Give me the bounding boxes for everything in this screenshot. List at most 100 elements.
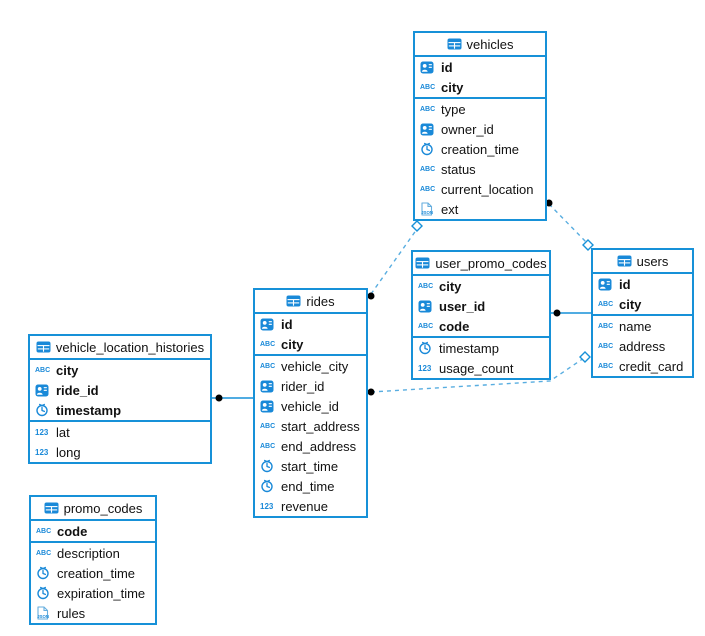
number-123-type-icon: 123	[260, 501, 274, 511]
table-icon	[617, 255, 632, 267]
column-name: city	[439, 278, 462, 294]
table-column-row[interactable]: expiration_time	[31, 583, 155, 603]
table-column-row[interactable]: ABC current_location	[415, 179, 545, 199]
table-column-row[interactable]: id	[415, 57, 545, 77]
column-name: end_time	[281, 478, 335, 494]
svg-text:JSON: JSON	[421, 210, 433, 215]
abc-text-type-icon: ABC	[36, 549, 52, 557]
table-column-row[interactable]: start_time	[255, 456, 366, 476]
abc-text-type-icon: ABC	[260, 362, 276, 370]
table-header[interactable]: promo_codes	[31, 497, 155, 521]
abc-text-type-icon: ABC	[420, 165, 436, 173]
table-title: promo_codes	[63, 500, 143, 516]
table-column-row[interactable]: id	[255, 314, 366, 334]
json-type-icon: JSON	[36, 606, 55, 620]
abc-text-type-icon: ABC	[420, 83, 436, 91]
column-name: current_location	[441, 181, 534, 197]
relationship-rides-to-vehicles[interactable]	[367, 220, 423, 300]
table-column-row[interactable]: creation_time	[31, 563, 155, 583]
id-badge-icon	[260, 318, 279, 331]
table-header[interactable]: rides	[255, 290, 366, 314]
table-header[interactable]: users	[593, 250, 692, 274]
table-column-row[interactable]: ABC status	[415, 159, 545, 179]
column-name: city	[56, 362, 79, 378]
timestamp-type-icon	[418, 341, 437, 355]
table-column-row[interactable]: owner_id	[415, 119, 545, 139]
json-type-icon: JSON	[420, 202, 439, 216]
column-name: rider_id	[281, 378, 325, 394]
table-column-row[interactable]: ABC city	[413, 276, 549, 296]
table-column-row[interactable]: end_time	[255, 476, 366, 496]
column-name: city	[281, 336, 304, 352]
abc-text-type-icon: ABC	[420, 105, 436, 113]
number-123-type-icon: 123	[418, 363, 432, 373]
timestamp-type-icon	[36, 586, 55, 600]
abc-text-type-icon: ABC	[420, 185, 436, 193]
column-name: id	[281, 316, 293, 332]
id-badge-icon	[420, 123, 439, 136]
relationship-user_promo_codes-to-users[interactable]	[551, 309, 591, 317]
number-123-type-icon: 123	[35, 447, 49, 457]
table-column-row[interactable]: ABC address	[593, 336, 692, 356]
table-title: rides	[306, 293, 335, 309]
column-name: code	[439, 318, 470, 334]
column-name: start_address	[281, 418, 360, 434]
table-column-row[interactable]: timestamp	[413, 338, 549, 358]
relationship-vehicle_location_histories-to-rides[interactable]	[212, 394, 253, 402]
table-column-row[interactable]: user_id	[413, 296, 549, 316]
column-name: ext	[441, 201, 459, 217]
relationship-vehicles-to-users[interactable]	[545, 199, 594, 251]
table-column-row[interactable]: JSON ext	[415, 199, 545, 219]
table-column-row[interactable]: id	[593, 274, 692, 294]
column-name: address	[619, 338, 666, 354]
abc-text-type-icon: ABC	[418, 282, 434, 290]
column-name: lat	[56, 424, 70, 440]
timestamp-type-icon	[260, 479, 279, 493]
column-name: credit_card	[619, 358, 684, 374]
abc-text-type-icon: ABC	[36, 527, 52, 535]
one-side-diamond-marker	[411, 220, 423, 232]
table-header[interactable]: vehicle_location_histories	[30, 336, 210, 360]
table-column-row[interactable]: vehicle_id	[255, 396, 366, 416]
table-title: vehicle_location_histories	[55, 339, 205, 355]
table-column-row[interactable]: creation_time	[415, 139, 545, 159]
table-column-row[interactable]: ride_id	[30, 380, 210, 400]
abc-text-type-icon: ABC	[598, 342, 614, 350]
column-name: creation_time	[441, 141, 520, 157]
column-name: id	[441, 59, 453, 75]
table-header[interactable]: user_promo_codes	[413, 252, 549, 276]
table-column-row[interactable]: timestamp	[30, 400, 210, 420]
column-name: status	[441, 161, 476, 177]
table-column-row[interactable]: ABC start_address	[255, 416, 366, 436]
table-column-row[interactable]: rider_id	[255, 376, 366, 396]
table-header[interactable]: vehicles	[415, 33, 545, 57]
abc-text-type-icon: ABC	[260, 422, 276, 430]
column-name: id	[619, 276, 631, 292]
relationship-rides-to-users[interactable]	[367, 351, 591, 396]
column-name: timestamp	[439, 340, 499, 356]
